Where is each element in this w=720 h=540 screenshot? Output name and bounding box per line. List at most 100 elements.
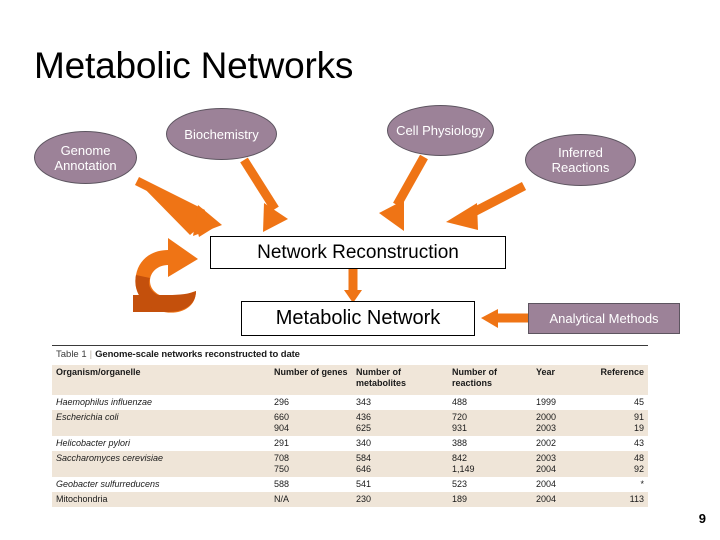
cell-organism: Mitochondria [52,492,270,507]
cell-reference-value: 92 [633,464,644,474]
cell-organism: Haemophilus influenzae [52,395,270,410]
column-header-genes: Number of genes [270,365,352,395]
arrow-reconstruction-to-metabolic [344,269,362,303]
table-caption-separator: | [89,349,93,360]
cell-reactions-value: 388 [452,438,468,448]
column-header-reactions: Number of reactions [448,365,532,395]
cell-genes: 291 [270,436,352,451]
cell-reference: 43 [590,436,648,451]
cell-reference-value: * [640,479,644,489]
cell-year: 2004 [532,492,590,507]
table-row: Helicobacter pylori 291 340 388 2002 43 [52,436,648,451]
box-analytical-methods-label: Analytical Methods [549,311,659,326]
cell-reactions: 488 [448,395,532,410]
cell-reference-value: 91 [633,412,644,422]
cell-metabolites-value: 343 [356,397,372,407]
box-metabolic-network[interactable]: Metabolic Network [241,301,475,336]
column-header-organism: Organism/organelle [52,365,270,395]
cell-reactions: 523 [448,477,532,492]
cell-genes-value: 296 [274,397,290,407]
cell-metabolites-value: 340 [356,438,372,448]
cell-reactions-value: 189 [452,494,468,504]
cell-year-value: 2004 [536,464,557,474]
table-caption-label: Table 1 [56,349,87,360]
cell-year: 2002 [532,436,590,451]
genome-scale-networks-table: Organism/organelle Number of genes Numbe… [52,365,648,507]
cell-year-value: 2003 [536,453,557,463]
cell-reactions: 388 [448,436,532,451]
box-network-reconstruction[interactable]: Network Reconstruction [210,236,506,269]
cell-metabolites-value: 541 [356,479,372,489]
cell-reference-value: 113 [629,494,644,504]
box-metabolic-network-label: Metabolic Network [275,307,441,329]
cell-metabolites-value: 436 [356,412,372,422]
cell-genes-value: 708 [274,453,290,463]
cell-genes-value: 588 [274,479,290,489]
cell-reference-value: 45 [633,397,644,407]
cell-year-value: 2000 [536,412,557,422]
cell-reactions-value: 488 [452,397,468,407]
column-header-reference: Reference [590,365,648,395]
cell-metabolites: 343 [352,395,448,410]
column-header-year: Year [532,365,590,395]
cell-genes-value: 291 [274,438,290,448]
table-top-rule [52,345,648,346]
node-genome-annotation-label: Genome Annotation [54,142,117,173]
cell-reference-value: 48 [633,453,644,463]
cell-reactions: 189 [448,492,532,507]
cell-metabolites: 541 [352,477,448,492]
cell-organism: Escherichia coli [52,410,270,436]
cell-metabolites-value: 230 [356,494,372,504]
node-biochemistry-label: Biochemistry [184,126,259,142]
cell-organism: Helicobacter pylori [52,436,270,451]
node-inferred-reactions-label: Inferred Reactions [551,145,610,175]
cell-genes-value: 750 [274,464,290,474]
cell-reactions-value: 842 [452,453,468,463]
node-genome-annotation[interactable]: Genome Annotation [34,131,137,184]
node-cell-physiology[interactable]: Cell Physiology [387,105,494,156]
table-figure: Table 1|Genome-scale networks reconstruc… [52,345,648,535]
column-header-metabolites: Number of metabolites [352,365,448,395]
cell-reference: 113 [590,492,648,507]
cell-reference-value: 43 [633,438,644,448]
table-caption: Table 1|Genome-scale networks reconstruc… [56,349,300,360]
cell-reference: * [590,477,648,492]
arrow-cellphysiology-to-reconstruction [379,154,428,231]
cell-organism: Geobacter sulfurreducens [52,477,270,492]
page-title: Metabolic Networks [34,45,354,86]
cell-genes: 588 [270,477,352,492]
cell-metabolites-value: 646 [356,464,372,474]
cell-year-value: 2004 [536,479,557,489]
arrow-inferredreactions-to-reconstruction [446,182,527,230]
table-caption-title: Genome-scale networks reconstructed to d… [95,349,300,360]
cell-reference: 45 [590,395,648,410]
node-cell-physiology-label: Cell Physiology [396,123,485,138]
cell-reactions-value: 1,149 [452,464,475,474]
node-inferred-reactions[interactable]: Inferred Reactions [525,134,636,186]
cell-metabolites: 230 [352,492,448,507]
cell-organism: Saccharomyces cerevisiae [52,451,270,477]
cell-year-value: 1999 [536,397,557,407]
cell-year-value: 2004 [536,494,557,504]
cell-reactions-value: 931 [452,423,468,433]
arrow-biochemistry-to-reconstruction [240,157,288,232]
page-number: 9 [698,511,706,526]
cell-genes: 296 [270,395,352,410]
node-biochemistry[interactable]: Biochemistry [166,108,277,160]
cell-year-value: 2002 [536,438,557,448]
box-analytical-methods[interactable]: Analytical Methods [528,303,680,334]
arrow-feedback-loop [133,238,198,313]
